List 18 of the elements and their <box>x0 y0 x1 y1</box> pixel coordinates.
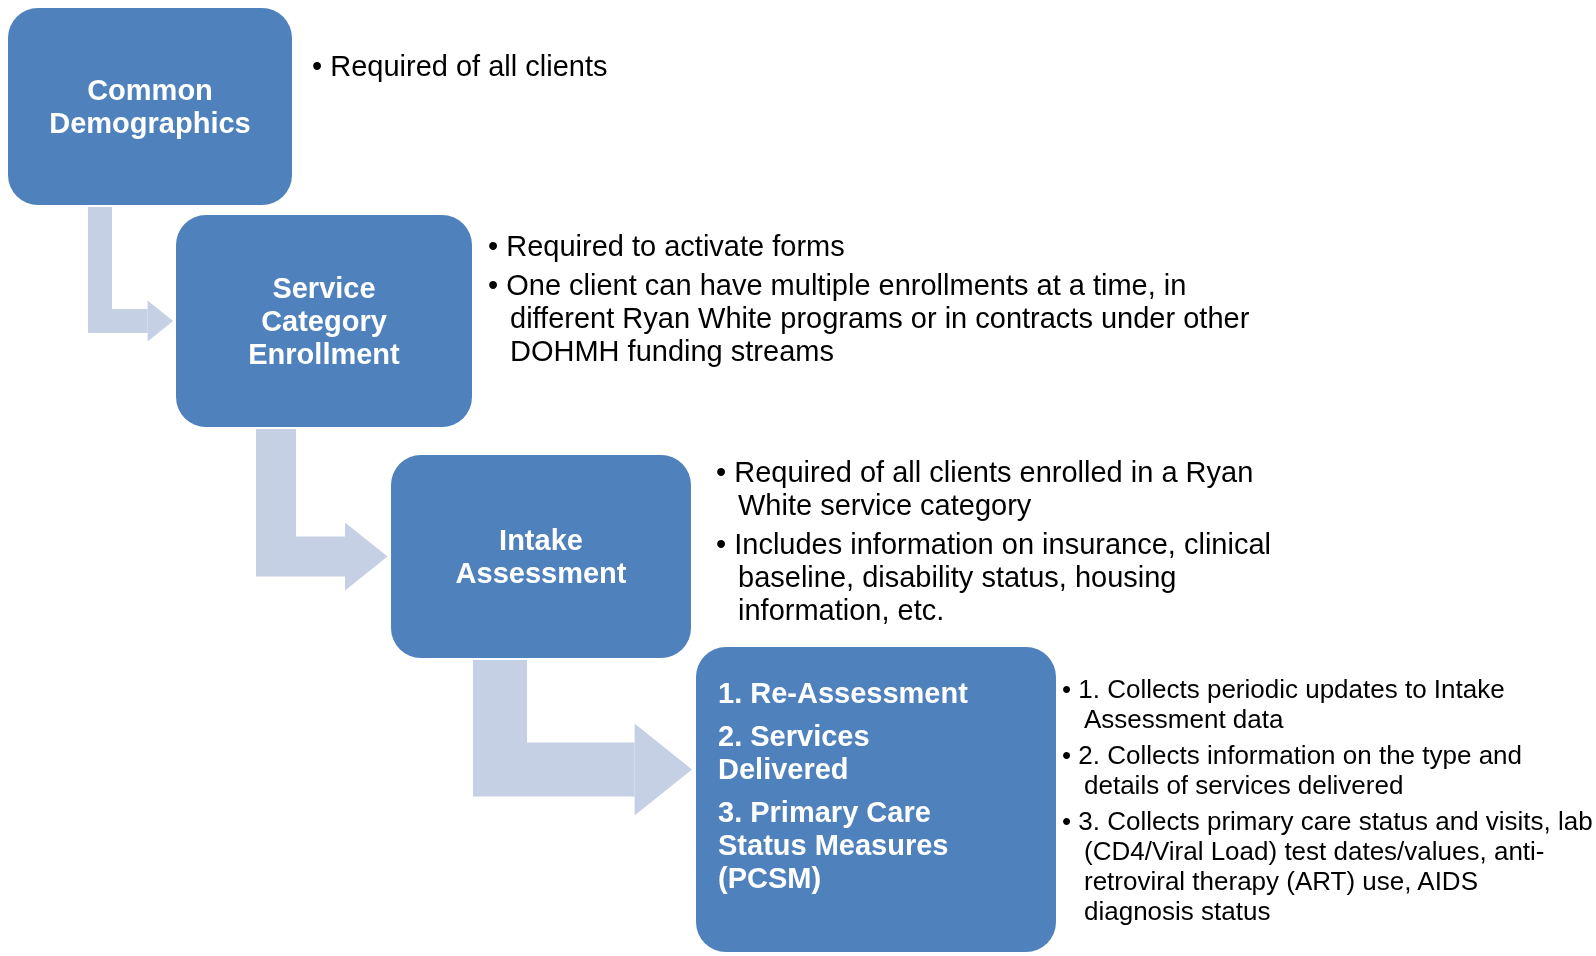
process-box <box>696 647 1056 952</box>
step-title: Intake Assessment <box>454 523 628 590</box>
bullet-note: • Required of all clients enrolled in a Ryan White service category <box>716 456 1255 522</box>
process-box <box>8 8 292 205</box>
bullet-note: • Required to activate forms <box>488 230 846 263</box>
step-title: 1. Re-Assessment <box>718 677 968 710</box>
bullet-note: • One client can have multiple enrollments at a time, in different Ryan White programs or in contracts under other DOHMH funding streams <box>488 269 1251 368</box>
bullet-note: • 2. Collects information on the type and details of services delivered <box>1062 740 1524 800</box>
bullet-note: • 1. Collects periodic updates to Intake Assessment data <box>1062 674 1506 734</box>
step-title: 3. Primary Care Status Measures (PCSM) <box>718 796 950 895</box>
step-title: Service Category Enrollment <box>247 271 401 371</box>
bullet-note: • 3. Collects primary care status and visits, lab (CD4/Viral Load) test dates/values, anti-retroviral therapy (ART) use, AIDS diagnosis status <box>1062 806 1594 926</box>
process-box <box>391 455 691 658</box>
step-title: Common Demographics <box>48 73 252 140</box>
step-title: 2. Services Delivered <box>718 720 871 786</box>
bullet-note: • Required of all clients <box>312 50 609 83</box>
process-box <box>176 215 472 427</box>
bullet-note: • Includes information on insurance, clinical baseline, disability status, housing information, etc. <box>716 528 1272 627</box>
